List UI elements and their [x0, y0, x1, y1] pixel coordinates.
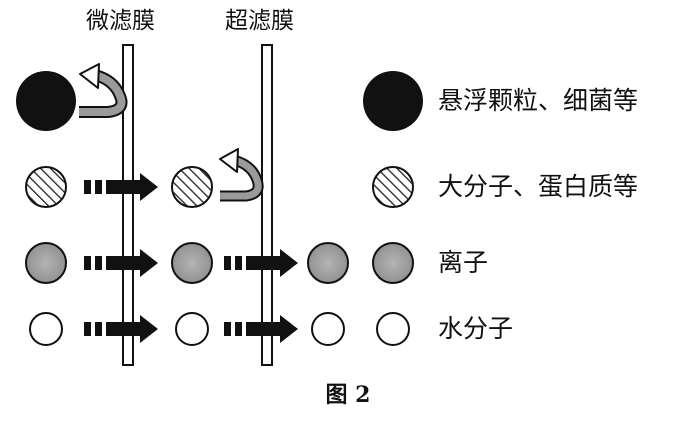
- legend-water-molecule-circle: [376, 312, 410, 346]
- macromolecule-circle: [25, 166, 67, 208]
- figure-caption: 图 2: [325, 382, 371, 408]
- microfiltration-membrane: [122, 44, 134, 366]
- pass-arrow-icon: [224, 315, 298, 343]
- pass-arrow-icon: [84, 249, 158, 277]
- macromolecule-circle-filtered: [171, 166, 213, 208]
- ion-circle-filtered-1: [171, 242, 213, 284]
- bounce-back-arrow-icon: [219, 148, 264, 202]
- legend-label-water: 水分子: [438, 314, 514, 343]
- legend-label-macromolecules: 大分子、蛋白质等: [438, 172, 639, 201]
- ion-circle: [25, 242, 67, 284]
- water-molecule-circle-filtered-1: [175, 312, 209, 346]
- pass-arrow-icon: [224, 249, 298, 277]
- ion-circle-filtered-2: [307, 242, 349, 284]
- ultrafiltration-membrane-label: 超滤膜: [225, 8, 294, 34]
- bounce-back-arrow-icon: [79, 63, 128, 118]
- legend-macromolecule-circle: [372, 166, 414, 208]
- suspended-particle-circle: [16, 71, 76, 131]
- ultrafiltration-membrane: [261, 44, 273, 366]
- pass-arrow-icon: [84, 315, 158, 343]
- legend-label-suspended-particles: 悬浮颗粒、细菌等: [438, 86, 639, 115]
- legend-label-ions: 离子: [438, 248, 489, 277]
- water-molecule-circle: [29, 312, 63, 346]
- legend-suspended-particle-circle: [363, 71, 423, 131]
- microfiltration-membrane-label: 微滤膜: [86, 8, 155, 34]
- pass-arrow-icon: [84, 173, 158, 201]
- water-molecule-circle-filtered-2: [311, 312, 345, 346]
- legend-ion-circle: [372, 242, 414, 284]
